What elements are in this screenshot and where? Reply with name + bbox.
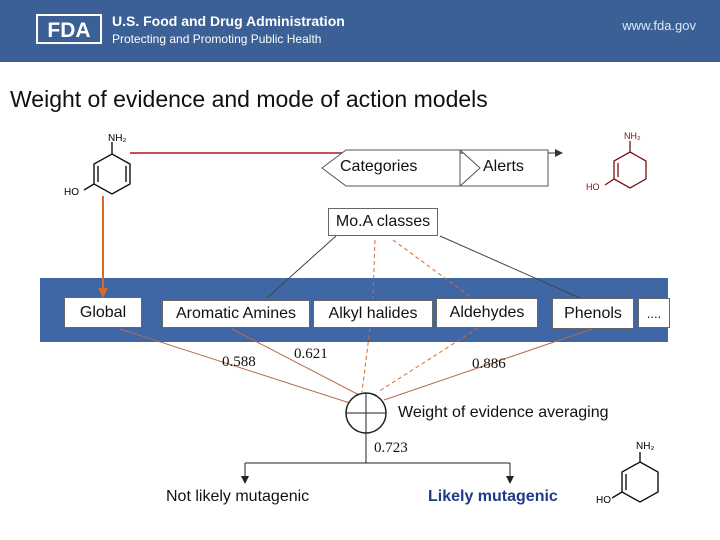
molecule-top-right-icon: [604, 141, 647, 189]
amine-label-left: NH₂: [108, 133, 127, 144]
score-phenols: 0.886: [472, 356, 506, 372]
class-alkyl-halides: Alkyl halides: [313, 300, 433, 328]
class-phenols: Phenols: [552, 298, 634, 329]
categories-shape: [321, 149, 461, 187]
score-combined: 0.723: [374, 440, 408, 456]
moa-line-right: [439, 235, 581, 299]
agency-name: U.S. Food and Drug Administration: [112, 13, 345, 29]
fda-logo-icon: FDA: [36, 14, 102, 44]
hydroxyl-label-bottom-right: HO: [596, 495, 611, 506]
header-bar: FDA U.S. Food and Drug Administration Pr…: [0, 0, 720, 62]
score-aromatic-amines: 0.621: [294, 346, 328, 362]
decision-right-arrow: [506, 476, 514, 484]
score-line-phenols: [383, 328, 593, 401]
amine-label-bottom-right: NH₂: [636, 441, 655, 452]
molecule-bottom-right-icon: [611, 452, 659, 503]
score-line-halides: [361, 327, 371, 393]
slide-title: Weight of evidence and mode of action mo…: [10, 86, 488, 112]
alerts-label: Alerts: [483, 158, 524, 175]
website-url[interactable]: www.fda.gov: [622, 18, 696, 33]
decision-left-arrow: [241, 476, 249, 484]
class-aldehydes: Aldehydes: [436, 298, 538, 328]
moa-classes-box: Mo.A classes: [328, 208, 438, 236]
amine-label-top-right: NH₂: [624, 131, 641, 141]
fda-logo-text: FDA: [47, 19, 90, 42]
arrow-head-right: [555, 149, 563, 157]
outcome-not-likely: Not likely mutagenic: [166, 488, 310, 505]
categories-label: Categories: [340, 158, 418, 175]
moa-line-left: [267, 235, 337, 298]
score-global: 0.588: [222, 354, 256, 370]
outcome-likely: Likely mutagenic: [428, 488, 558, 505]
hydroxyl-label-top-right: HO: [586, 182, 600, 192]
score-line-aldehydes: [377, 327, 479, 393]
score-line-global: [119, 328, 357, 406]
dash-line-2: [392, 239, 473, 299]
molecule-left-icon: [83, 142, 131, 195]
hydroxyl-label-left: HO: [64, 187, 79, 198]
global-box: Global: [64, 297, 142, 328]
averaging-label: Weight of evidence averaging: [398, 404, 609, 421]
dash-line-1: [372, 239, 376, 299]
class-more: ....: [638, 298, 670, 328]
score-line-amines: [231, 328, 366, 399]
class-aromatic-amines: Aromatic Amines: [162, 300, 310, 328]
alerts-shape: [458, 149, 549, 187]
orange-arrow-head: [98, 288, 108, 298]
agency-tagline: Protecting and Promoting Public Health: [112, 32, 322, 46]
